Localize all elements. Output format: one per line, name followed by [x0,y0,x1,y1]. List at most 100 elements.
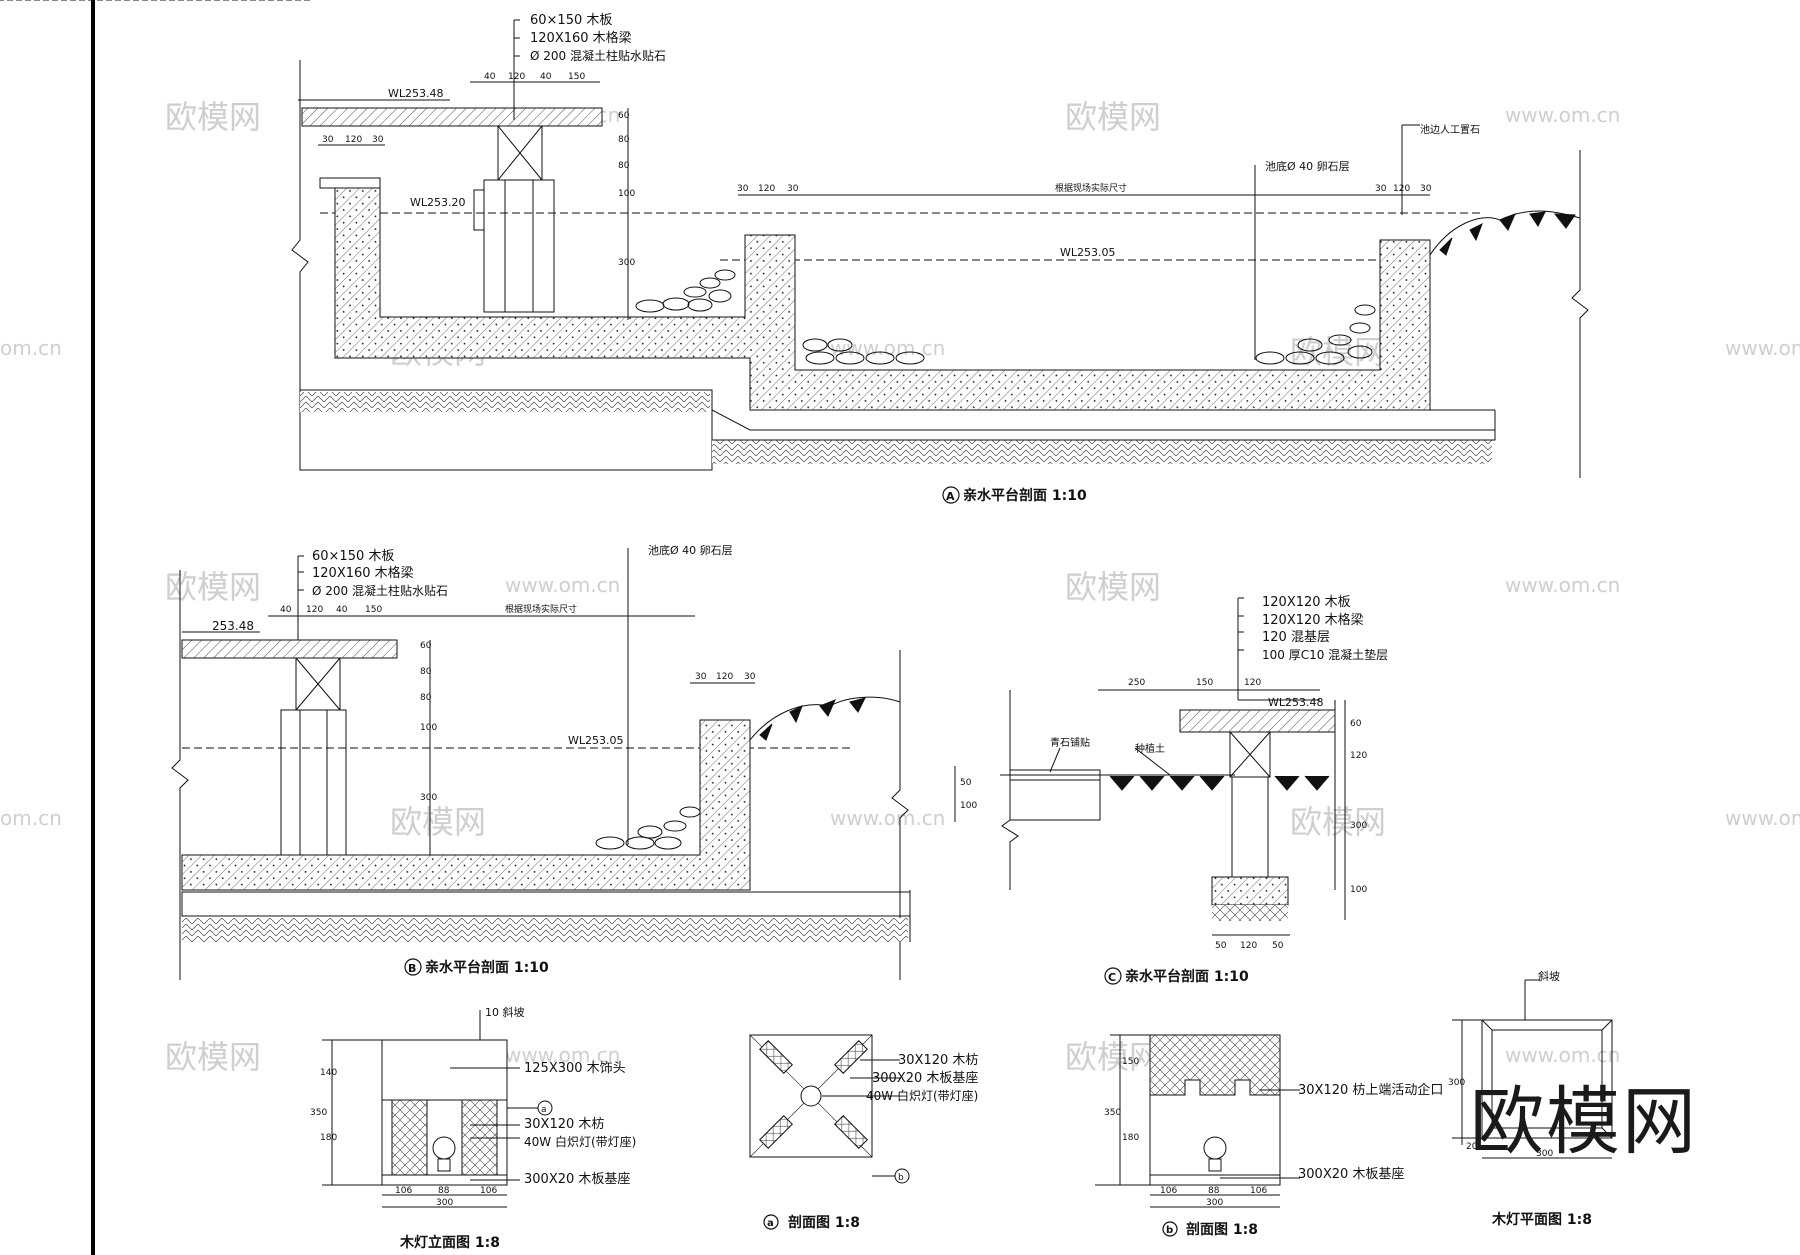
drawing-title: 亲水平台剖面 1:10 [1125,968,1249,985]
dim: 120 [1393,184,1410,194]
drawing-title: 亲水平台剖面 1:10 [963,487,1087,504]
vdim: 180 [320,1133,337,1143]
drawing-title: 剖面图 1:8 [1186,1221,1258,1238]
dim: 30 [372,135,384,145]
dim: 30 [744,672,756,682]
drawing-marker: A [946,490,955,503]
level: WL253.20 [410,196,466,209]
note: 根据现场实际尺寸 [1055,182,1127,194]
label: 120X160 木格梁 [312,565,414,581]
lamp-elevation-drawing [322,1010,553,1208]
section-a-drawing [0,0,1589,478]
label: Ø 200 混凝土柱贴水贴石 [530,48,666,63]
note: 青石铺贴 [1050,736,1090,749]
watermark-cn: 欧模网 [165,568,261,606]
watermark-cn: 欧模网 [165,98,261,136]
drawing-marker: a [541,1105,547,1115]
dim: 150 [1196,678,1213,688]
vdim: 300 [1350,821,1367,831]
dim: 106 [480,1186,497,1196]
vdim: 80 [420,693,432,703]
level: WL253.05 [568,734,624,747]
section-c-drawing [954,597,1346,936]
dim: 30 [1420,184,1432,194]
drawing-marker: C [1108,971,1116,984]
note: 池边人工置石 [1420,123,1480,136]
dim: 106 [395,1186,412,1196]
drawing-marker: B [408,962,416,975]
dim: 300 [1536,1149,1553,1159]
label: Ø 200 混凝土柱贴水贴石 [312,583,448,598]
note: 池底Ø 40 卵石层 [648,543,733,557]
section-c-text: 120X120 木板 120X120 木格梁 120 混基层 100 厚C10 … [960,595,1388,985]
dim: 300 [436,1198,453,1208]
vdim: 80 [420,667,432,677]
drawing-title: 亲水平台剖面 1:10 [425,959,549,976]
watermark-cn: 欧模网 [1065,98,1161,136]
drawing-title: 木灯平面图 1:8 [1491,1211,1592,1228]
level: WL253.48 [1268,696,1324,709]
dim: 88 [1208,1186,1220,1196]
vdim: 20 [1466,1142,1478,1152]
watermark-url: www.om.cn [505,1043,620,1067]
label: 40W 白炽灯(带灯座) [524,1134,636,1149]
section-a-lamp-drawing [749,1034,910,1184]
vdim: 120 [1350,751,1367,761]
level: WL253.48 [388,87,444,100]
watermark-url: www.om.cn [1725,336,1800,360]
vdim: 60 [420,641,432,651]
dim: 106 [1250,1186,1267,1196]
label: 300X20 木板基座 [1298,1167,1404,1182]
vdim: 100 [618,189,635,199]
vdim: 300 [420,793,437,803]
watermark-url: om.cn [0,806,62,830]
drawing-title: 木灯立面图 1:8 [399,1234,500,1251]
watermark-url: www.om.cn [830,806,945,830]
section-b-drawing [171,548,911,980]
dim: 50 [1272,941,1284,951]
dim: 88 [438,1186,450,1196]
label: 斜坡 [1538,970,1560,983]
section-b-lamp-text: 30X120 枋上端活动企口 300X20 木板基座 150 180 350 1… [1104,1057,1443,1238]
label: 120X120 木格梁 [1262,612,1364,628]
vdim: 300 [1448,1078,1465,1088]
label: 60×150 木板 [312,549,394,564]
dim: 30 [695,672,707,682]
note: 根据现场实际尺寸 [505,603,577,615]
dim: 120 [716,672,733,682]
dim: 40 [336,605,348,615]
vdim: 300 [618,258,635,268]
watermark-url: om.cn [0,336,62,360]
dim: 300 [1206,1198,1223,1208]
vdim: 150 [1122,1057,1139,1067]
dim: 30 [322,135,334,145]
watermark-url: www.om.cn [1505,573,1620,597]
watermark-url: www.om.cn [1725,806,1800,830]
dim: 30 [1375,184,1387,194]
watermarks: 欧模网 www.om.cn 欧模网 www.om.cn om.cn 欧模网 ww… [0,98,1800,1076]
vdim: 350 [310,1108,327,1118]
drawing-marker: b [898,1173,904,1183]
vdim: 140 [320,1068,337,1078]
label: 120X120 木板 [1262,595,1351,610]
watermark-cn: 欧模网 [1290,803,1386,841]
label: 30X120 枋上端活动企口 [1298,1082,1443,1098]
brand-logo-text: 欧模网 [1470,1079,1698,1165]
vdim: 60 [618,111,630,121]
label: 120 混基层 [1262,630,1330,645]
dim: 40 [484,72,496,82]
label: 125X300 木饰头 [524,1061,626,1076]
dim: 150 [568,72,585,82]
vdim: 50 [960,778,972,788]
dim: 30 [737,184,749,194]
label: 120X160 木格梁 [530,30,632,46]
lamp-elevation-text: 10 斜坡 125X300 木饰头 30X120 木枋 40W 白炽灯(带灯座)… [310,1006,636,1251]
dim: 106 [1160,1186,1177,1196]
dim: 120 [1244,678,1261,688]
dim: 120 [345,135,362,145]
dim: 150 [365,605,382,615]
label: 300X20 木板基座 [524,1172,630,1187]
watermark-url: www.om.cn [505,573,620,597]
level: 253.48 [212,619,254,633]
